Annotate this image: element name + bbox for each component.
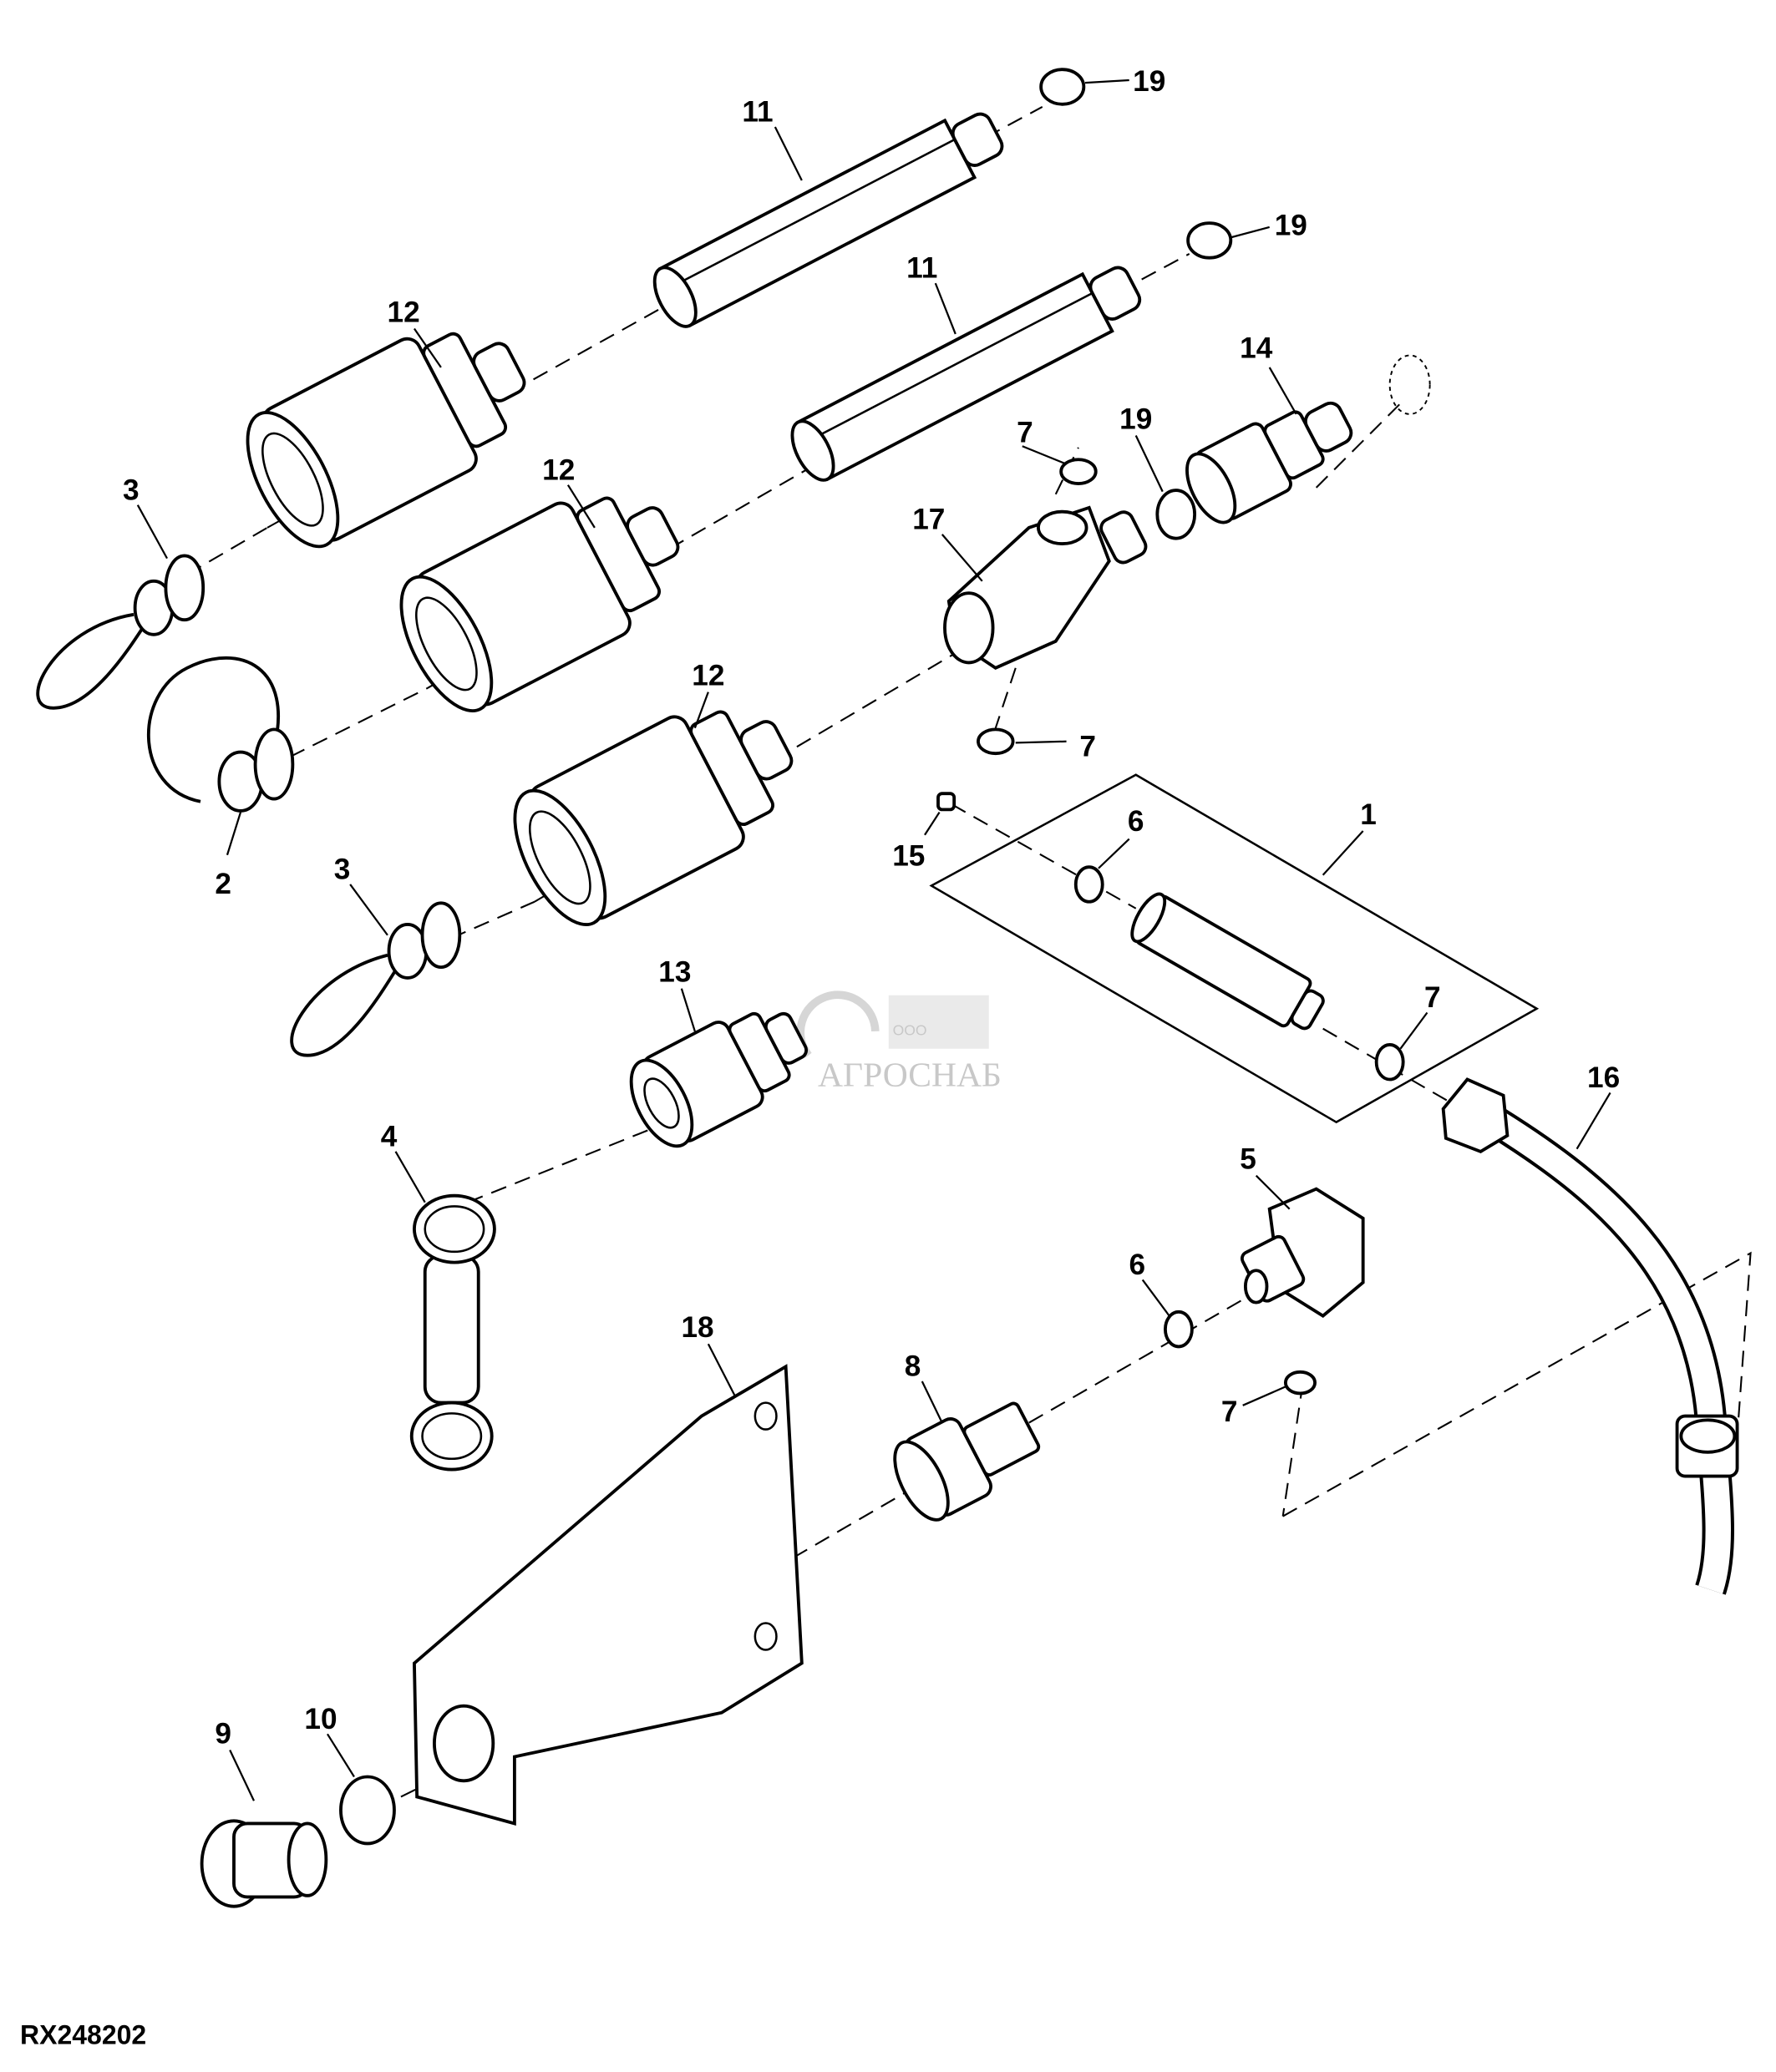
- part-8-bulkhead-fitting: [893, 1401, 1041, 1522]
- part-11-hex-adapter-lower: [790, 266, 1142, 482]
- part-19-o-ring-c: [1155, 489, 1197, 540]
- part-12-coupler-b: [399, 496, 680, 713]
- part-19-o-ring-a: [1039, 68, 1086, 106]
- callout-19: 19: [1133, 65, 1165, 98]
- callout-2: 2: [215, 868, 231, 900]
- callout-6: 6: [1128, 805, 1144, 838]
- part-13-coupler: [629, 1011, 809, 1148]
- part-dotted-ring: [1388, 354, 1431, 415]
- figure-reference-code: RX248202: [20, 2019, 146, 2049]
- callout-13: 13: [658, 956, 691, 989]
- callout-11: 11: [742, 96, 773, 129]
- part-6-o-ring-b: [1164, 1310, 1194, 1349]
- callout-12: 12: [388, 296, 420, 329]
- part-3-dust-plug-b: [290, 901, 462, 1057]
- part-15-plug: [936, 792, 957, 812]
- callout-7: 7: [1079, 730, 1096, 762]
- callout-14: 14: [1240, 332, 1273, 365]
- part-7-o-ring-b: [977, 727, 1015, 756]
- part-7-o-ring-c: [1374, 1042, 1405, 1082]
- part-10-o-ring: [339, 1775, 396, 1846]
- part-12-coupler-c: [513, 710, 794, 926]
- callout-3: 3: [123, 474, 140, 506]
- watermark-prefix: ООО: [893, 1022, 927, 1039]
- callout-12: 12: [542, 453, 575, 486]
- part-17-tee-fitting: [943, 505, 1148, 670]
- callout-9: 9: [215, 1717, 231, 1750]
- callout-6: 6: [1129, 1249, 1146, 1281]
- callout-19: 19: [1275, 210, 1307, 242]
- part-14-adapter: [1185, 401, 1353, 524]
- callout-18: 18: [681, 1311, 713, 1344]
- callout-3: 3: [334, 854, 351, 886]
- callout-15: 15: [892, 840, 925, 873]
- part-5-elbow-fitting: [1240, 1187, 1365, 1318]
- part-18-bracket: [412, 1364, 804, 1826]
- part-4-cap-strap: [409, 1193, 496, 1472]
- callout-5: 5: [1240, 1143, 1256, 1176]
- watermark-name: АГРОСНАБ: [818, 1055, 1002, 1093]
- callout-7: 7: [1017, 416, 1033, 448]
- callout-7: 7: [1221, 1396, 1238, 1428]
- callout-4: 4: [381, 1120, 398, 1153]
- callout-10: 10: [304, 1703, 337, 1735]
- part-1-check-valve: [1130, 892, 1325, 1031]
- part-3-dust-plug-a: [36, 554, 206, 710]
- callout-17: 17: [912, 503, 945, 535]
- part-19-o-ring-b: [1186, 221, 1233, 260]
- part-7-o-ring-d: [1283, 1370, 1317, 1396]
- part-6-o-ring-a: [1073, 865, 1104, 904]
- callout-12: 12: [692, 660, 724, 692]
- callout-19: 19: [1119, 403, 1152, 435]
- part-2-plug-with-ring: [146, 656, 295, 813]
- callout-11: 11: [906, 252, 937, 285]
- watermark-logo: ООО АГРОСНАБ: [796, 990, 1002, 1093]
- part-9-cap: [200, 1819, 328, 1908]
- part-1-kit-boundary: [929, 773, 1540, 1124]
- part-16-hose: [1441, 1077, 1739, 1595]
- callout-7: 7: [1424, 981, 1441, 1014]
- callout-8: 8: [905, 1350, 921, 1383]
- callout-labels: 11 19 11 19 12 14 7 19 12 3 17 12 7 1 6 …: [123, 65, 1620, 1750]
- part-12-coupler-a: [246, 332, 526, 549]
- part-11-hex-adapter-upper: [652, 112, 1004, 328]
- callout-1: 1: [1360, 798, 1377, 831]
- callout-leaders: [136, 79, 1611, 1801]
- part-7-o-ring-a: [1059, 458, 1098, 485]
- callout-16: 16: [1587, 1061, 1620, 1094]
